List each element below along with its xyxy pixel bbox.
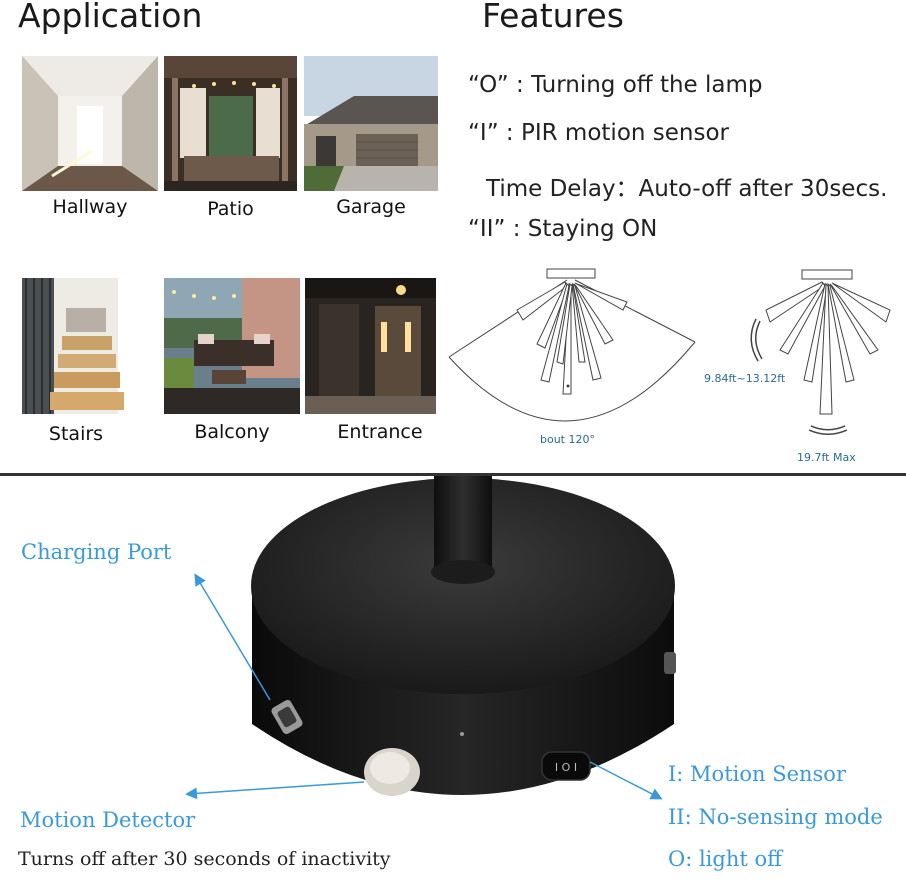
balcony-caption: Balcony <box>194 421 270 443</box>
feature-pir: “I” : PIR motion sensor <box>468 120 729 146</box>
feature-delay: Time Delay：Auto-off after 30secs. <box>486 176 888 202</box>
height-label: 9.84ft~13.12ft <box>704 372 786 385</box>
feature-on: “II” : Staying ON <box>468 216 658 242</box>
patio-photo <box>164 56 297 191</box>
entrance-caption: Entrance <box>337 421 423 443</box>
stairs-photo <box>22 278 158 414</box>
lamp-base-photo: I O I <box>251 476 676 796</box>
balcony-photo <box>164 278 300 414</box>
application-title: Application <box>18 0 203 35</box>
section-divider <box>0 473 906 476</box>
detection-range-diagram <box>750 269 891 435</box>
garage-photo <box>304 56 438 191</box>
hallway-photo <box>22 56 158 191</box>
angle-label: bout 120° <box>540 433 595 446</box>
hallway-caption: Hallway <box>52 196 128 218</box>
charging-port-label: Charging Port <box>21 540 172 564</box>
entrance-photo <box>305 278 436 414</box>
motion-detector-label: Motion Detector <box>20 808 196 832</box>
mode-motion-sensor: I: Motion Sensor <box>668 762 846 786</box>
garage-caption: Garage <box>336 196 406 218</box>
mode-no-sensing: II: No-sensing mode <box>668 805 883 829</box>
switch-marking: I O I <box>555 761 577 774</box>
annotation-arrows <box>185 573 663 800</box>
mode-light-off: O: light off <box>668 847 783 871</box>
patio-caption: Patio <box>207 198 254 220</box>
features-title: Features <box>482 0 624 35</box>
stairs-caption: Stairs <box>48 423 104 445</box>
feature-off: “O” : Turning off the lamp <box>468 72 763 98</box>
range-label: 19.7ft Max <box>797 451 856 464</box>
detection-angle-diagram <box>448 268 696 422</box>
inactivity-note: Turns off after 30 seconds of inactivity <box>18 848 391 870</box>
